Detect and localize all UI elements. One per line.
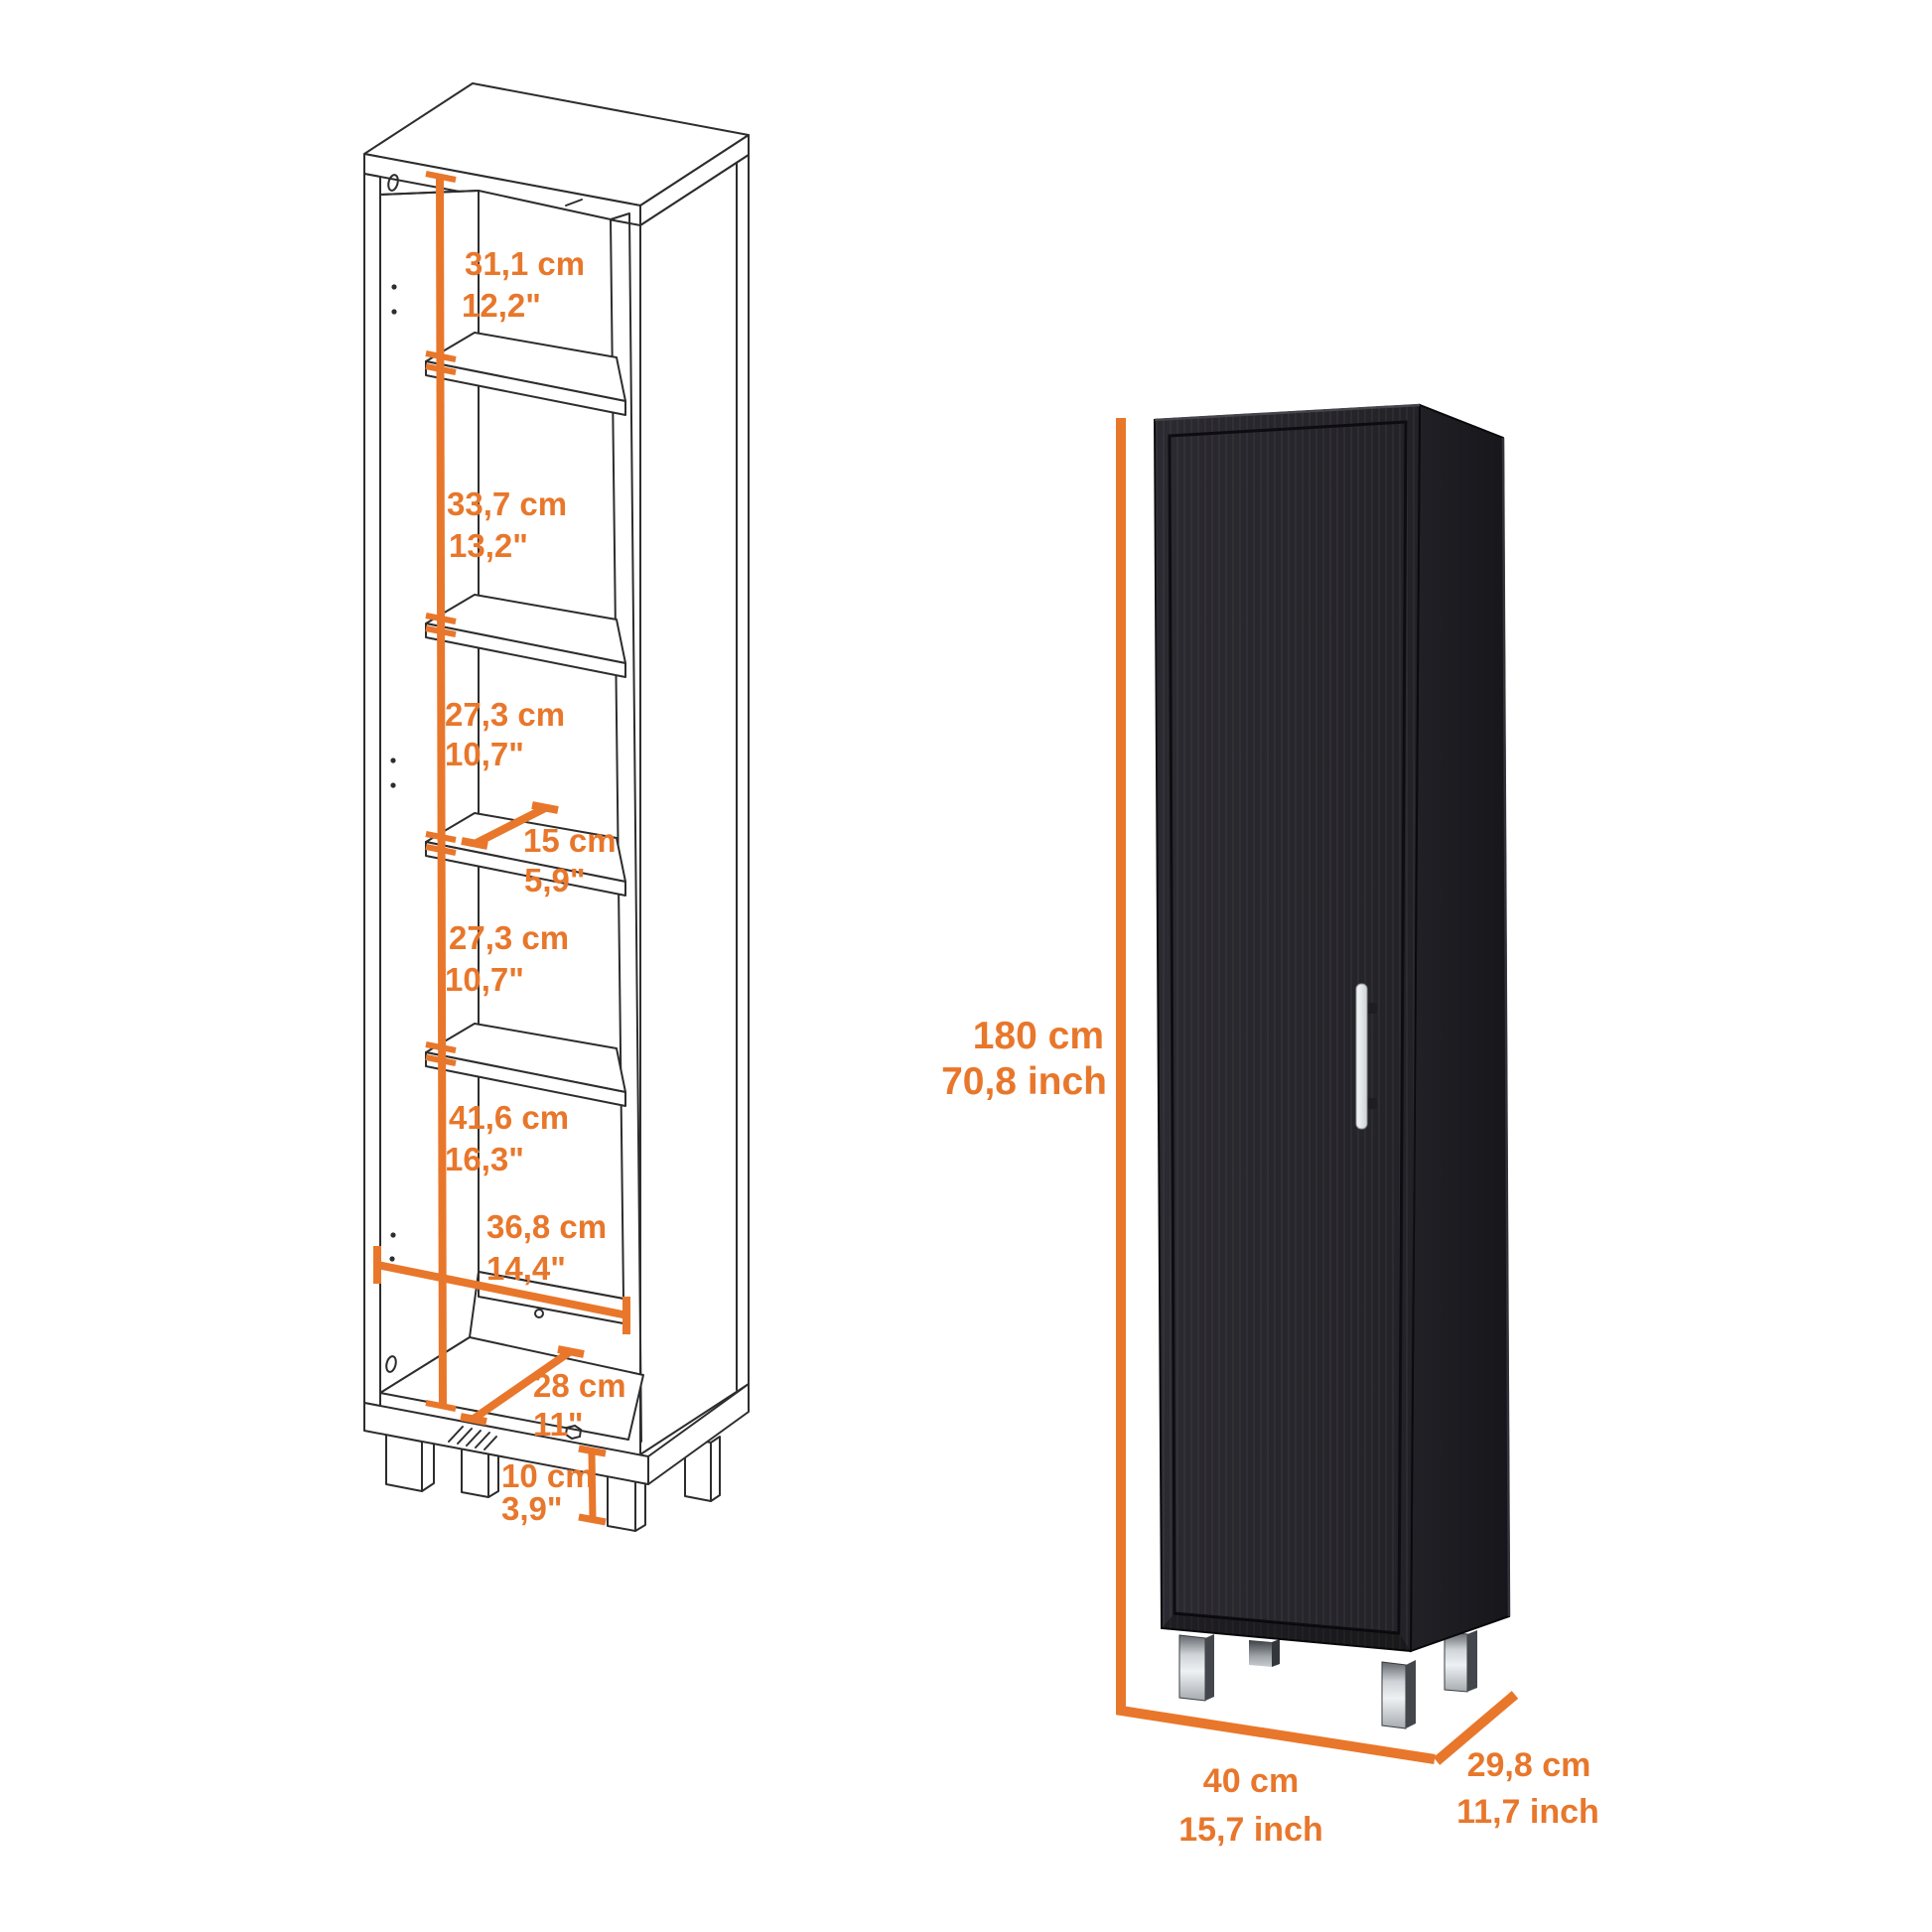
- label-compartment3-cm: 27,3 cm: [445, 696, 565, 733]
- inner-width-measure: [373, 1246, 630, 1334]
- cabinet-right-face: [1409, 403, 1511, 1653]
- overall-depth-line: [1433, 1691, 1519, 1765]
- sketch-shelf-4: [425, 1023, 626, 1107]
- shelf-depth-measure: [461, 801, 559, 850]
- label-inner-width-cm: 36,8 cm: [486, 1208, 607, 1245]
- rendered-black-cabinet: [1153, 403, 1511, 1729]
- sketch-shelf-1: [425, 332, 626, 416]
- sketch-right-panel: [639, 154, 750, 1455]
- label-leg-height-cm: 10 cm: [501, 1457, 595, 1494]
- sketch-plinth-right: [647, 1383, 750, 1485]
- leg-height-measure: [578, 1445, 607, 1526]
- sketch-shelf-3: [425, 812, 626, 897]
- label-inner-width-inch: 14,4": [486, 1250, 566, 1287]
- overall-height-width-line: [1116, 418, 1436, 1764]
- label-compartment1-inch: 12,2": [462, 287, 541, 324]
- measure-ticks: [425, 171, 457, 1412]
- label-inner-depth-inch: 11": [533, 1406, 584, 1443]
- cabinet-leg-front-right: [1381, 1660, 1416, 1729]
- sketch-inner-right-edge: [628, 213, 642, 1443]
- wireframe-dimension-lines: 31,1 cm 12,2" 33,7 cm 13,2" 27,3 cm 10,7…: [373, 171, 630, 1527]
- label-compartment2-inch: 13,2": [449, 527, 528, 564]
- label-compartment5-cm: 41,6 cm: [449, 1099, 569, 1136]
- cabinet-leg-back-left: [1249, 1639, 1280, 1667]
- label-shelf-depth-cm: 15 cm: [523, 822, 617, 859]
- sketch-hatching: [448, 1426, 497, 1450]
- wireframe-cabinet-sketch: [363, 82, 750, 1532]
- label-compartment2-cm: 33,7 cm: [447, 485, 567, 522]
- inner-depth-measure: [460, 1345, 585, 1426]
- label-compartment3-inch: 10,7": [445, 736, 524, 772]
- height-measure-line: [436, 177, 447, 1409]
- label-compartment5-inch: 16,3": [445, 1141, 524, 1177]
- rendered-dimension-lines: 180 cm 70,8 inch 40 cm 15,7 inch 29,8 cm…: [941, 418, 1599, 1849]
- cabinet-plinth-shadow: [1162, 1613, 1411, 1651]
- label-overall-depth-inch: 11,7 inch: [1456, 1793, 1599, 1831]
- label-overall-depth-cm: 29,8 cm: [1467, 1746, 1591, 1784]
- label-overall-width-cm: 40 cm: [1203, 1762, 1299, 1800]
- label-compartment1-cm: 31,1 cm: [465, 245, 585, 282]
- cabinet-leg-front-left: [1178, 1634, 1214, 1702]
- cabinet-door-outline: [1168, 420, 1408, 1635]
- label-compartment4-inch: 10,7": [445, 961, 524, 998]
- sketch-holes: [385, 174, 583, 1441]
- sketch-left-front-band: [363, 173, 381, 1407]
- label-compartment4-cm: 27,3 cm: [449, 919, 569, 956]
- sketch-shelf-2: [425, 594, 626, 678]
- door-handle: [1355, 983, 1377, 1130]
- cabinet-leg-back-right: [1444, 1630, 1477, 1693]
- label-overall-width-inch: 15,7 inch: [1178, 1811, 1323, 1849]
- label-overall-height-cm: 180 cm: [973, 1015, 1104, 1057]
- label-overall-height-inch: 70,8 inch: [941, 1060, 1107, 1103]
- label-shelf-depth-inch: 5,9": [524, 862, 586, 898]
- label-leg-height-inch: 3,9": [501, 1490, 563, 1527]
- label-inner-depth-cm: 28 cm: [533, 1367, 626, 1404]
